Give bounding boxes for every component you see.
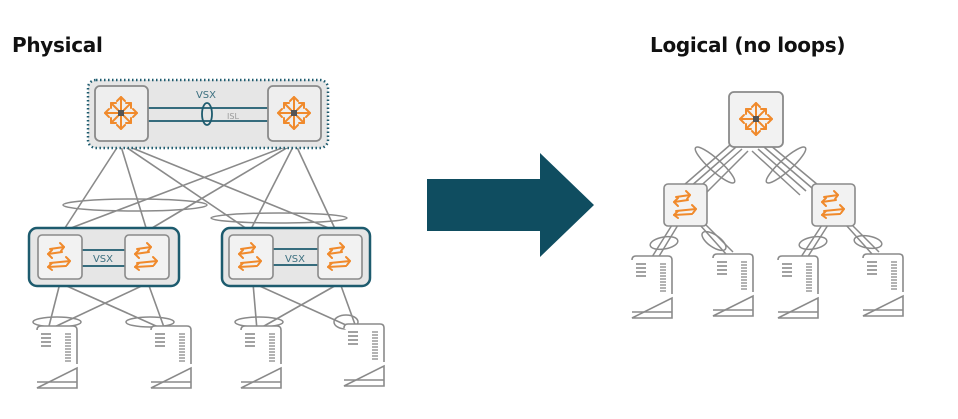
server-icon (712, 253, 754, 317)
server-icon (240, 325, 282, 389)
access-switch (37, 234, 83, 280)
downlink-lines (47, 282, 358, 331)
access-vsx-group: VSX (220, 226, 372, 288)
access-switch (317, 234, 363, 280)
access-vsx-label: VSX (285, 254, 305, 265)
access-vsx-label: VSX (93, 254, 113, 265)
lag-ellipse (210, 212, 348, 224)
access-switch (228, 234, 274, 280)
right-arrow-icon (427, 153, 594, 257)
access-switch (124, 234, 170, 280)
physical-diagram: VSX ISL VSX (27, 78, 385, 389)
lag-ellipse (62, 198, 208, 212)
logical-diagram (631, 91, 904, 319)
logical-access-switch (663, 183, 708, 227)
server-icon (862, 253, 904, 317)
core-switch (267, 85, 322, 142)
access-vsx-group: VSX (27, 226, 181, 288)
logical-title: Logical (no loops) (650, 33, 846, 57)
server-icon (777, 255, 819, 319)
server-icon (343, 323, 385, 387)
isl-label: ISL (227, 112, 239, 121)
server-icon (631, 255, 673, 319)
server-icon (150, 325, 192, 389)
core-vsx-group: VSX ISL (86, 78, 330, 150)
uplink-lines (62, 142, 337, 232)
isl-lag-icon (201, 102, 213, 126)
physical-title: Physical (12, 33, 103, 57)
server-icon (36, 325, 78, 389)
core-vsx-label: VSX (196, 90, 216, 101)
logical-access-switch (811, 183, 856, 227)
logical-core-switch (728, 91, 784, 148)
core-switch (94, 85, 149, 142)
